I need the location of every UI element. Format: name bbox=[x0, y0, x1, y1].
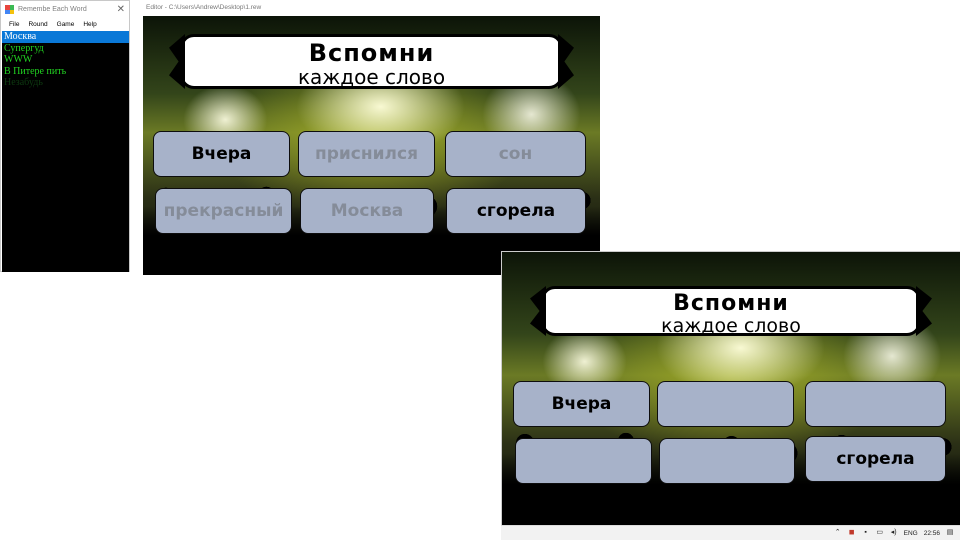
word-tile[interactable]: Вчера bbox=[153, 131, 290, 177]
volume-icon[interactable]: ◂) bbox=[890, 529, 897, 536]
close-icon[interactable]: ✕ bbox=[116, 4, 125, 15]
list-item[interactable]: WWW bbox=[4, 54, 33, 65]
menu-game[interactable]: Game bbox=[56, 21, 75, 28]
banner-title: Вспомни bbox=[673, 291, 789, 316]
editor-board: Вспомни каждое слово Вчера приснился сон… bbox=[143, 16, 600, 275]
app-logo-icon bbox=[5, 5, 14, 14]
list-item[interactable]: Москва bbox=[2, 31, 129, 43]
list-item[interactable]: Незабудь bbox=[4, 77, 43, 88]
word-tile[interactable] bbox=[805, 381, 946, 427]
window-title: Remembe Each Word bbox=[18, 6, 87, 13]
taskbar: ⌃ ◼ ▪ ▭ ◂) ENG 22:56 ▤ bbox=[501, 525, 960, 540]
shield-icon[interactable]: ◼ bbox=[848, 529, 855, 536]
word-tile[interactable] bbox=[515, 438, 652, 484]
list-item[interactable]: В Питере пить bbox=[4, 65, 67, 77]
menu-help[interactable]: Help bbox=[83, 21, 97, 28]
banner-subtitle: каждое слово bbox=[661, 315, 801, 337]
word-tile[interactable]: сгорела bbox=[446, 188, 586, 234]
word-tile[interactable]: сгорела bbox=[805, 436, 946, 482]
menu-round[interactable]: Round bbox=[28, 21, 48, 28]
phrase-list[interactable]: Москва Супергуд WWW В Питере пить Незабу… bbox=[2, 31, 129, 272]
clock[interactable]: 22:56 bbox=[923, 529, 940, 537]
editor-title: Editor - C:\Users\Andrew\Desktop\1.rew bbox=[146, 4, 262, 11]
game-board: Вспомни каждое слово Вчера сгорела bbox=[501, 251, 960, 526]
list-item[interactable]: Супергуд bbox=[4, 42, 44, 54]
word-tile[interactable]: приснился bbox=[298, 131, 435, 177]
speaker-icon[interactable]: ▪ bbox=[864, 529, 867, 536]
banner-subtitle: каждое слово bbox=[297, 65, 446, 89]
menu-file[interactable]: File bbox=[9, 21, 20, 28]
title-banner: Вспомни каждое слово bbox=[541, 286, 921, 337]
notification-icon[interactable]: ▤ bbox=[946, 529, 954, 536]
word-tile[interactable]: Вчера bbox=[513, 381, 650, 427]
word-tile[interactable]: Москва bbox=[300, 188, 434, 234]
word-tile[interactable] bbox=[657, 381, 794, 427]
language-indicator[interactable]: ENG bbox=[903, 529, 918, 537]
word-tile[interactable]: прекрасный bbox=[155, 188, 292, 234]
title-bar: Remembe Each Word ✕ bbox=[1, 1, 129, 18]
banner-title: Вспомни bbox=[308, 39, 435, 67]
word-tile[interactable]: сон bbox=[445, 131, 586, 177]
network-icon[interactable]: ▭ bbox=[876, 529, 883, 536]
title-banner: Вспомни каждое слово bbox=[180, 34, 563, 89]
main-window: Remembe Each Word ✕ File Round Game Help… bbox=[0, 0, 130, 272]
word-tile[interactable] bbox=[659, 438, 795, 484]
menu-bar: File Round Game Help bbox=[1, 18, 129, 31]
chevron-up-icon[interactable]: ⌃ bbox=[834, 529, 841, 536]
